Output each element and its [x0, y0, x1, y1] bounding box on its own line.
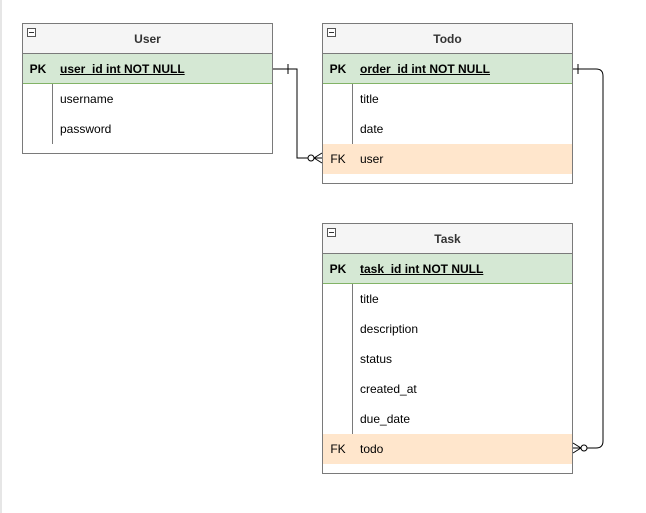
- field-name: order_id int NOT NULL: [360, 61, 490, 76]
- foreign-key-row[interactable]: FK todo: [323, 434, 572, 464]
- key-label: PK: [29, 61, 47, 76]
- field-row[interactable]: due_date: [323, 404, 572, 434]
- entity-task[interactable]: Task PK task_id int NOT NULL title descr…: [322, 223, 573, 474]
- crowfoot-marker: [313, 157, 323, 164]
- field-row[interactable]: status: [323, 344, 572, 374]
- crowfoot-marker: [572, 447, 582, 454]
- field-row[interactable]: created_at: [323, 374, 572, 404]
- field-name: description: [360, 322, 419, 336]
- field-row[interactable]: password: [23, 114, 272, 144]
- key-cell: [23, 114, 53, 144]
- connector-line: [273, 68, 322, 159]
- field-name: date: [360, 122, 384, 136]
- field-name: status: [360, 352, 393, 366]
- field-row[interactable]: title: [323, 284, 572, 314]
- key-cell: [323, 404, 353, 434]
- connector-line: [573, 68, 604, 449]
- zero-marker: [580, 444, 588, 452]
- field-name: todo: [360, 442, 384, 456]
- entity-user[interactable]: User PK user_id int NOT NULL username pa…: [22, 23, 273, 154]
- primary-key-row[interactable]: PK task_id int NOT NULL: [323, 254, 572, 284]
- key-cell: [323, 314, 353, 344]
- crowfoot-marker: [313, 152, 323, 159]
- field-name: task_id int NOT NULL: [360, 261, 484, 276]
- field-name: created_at: [360, 382, 417, 396]
- field-name: title: [360, 292, 379, 306]
- crowfoot-marker: [572, 442, 582, 449]
- field-row[interactable]: username: [23, 84, 272, 114]
- foreign-key-row[interactable]: FK user: [323, 144, 572, 174]
- field-name: due_date: [360, 412, 411, 426]
- field-name: user_id int NOT NULL: [60, 61, 185, 76]
- collapse-icon[interactable]: [327, 28, 336, 37]
- zero-marker: [307, 154, 315, 162]
- entity-title: Task: [434, 231, 461, 246]
- entity-header[interactable]: User: [23, 24, 272, 54]
- key-cell: [323, 344, 353, 374]
- collapse-icon[interactable]: [327, 228, 336, 237]
- entity-title: Todo: [433, 31, 462, 46]
- key-label: PK: [329, 261, 347, 276]
- key-cell: [323, 374, 353, 404]
- canvas-left-edge: [0, 0, 2, 513]
- entity-header[interactable]: Task: [323, 224, 572, 254]
- field-name: user: [360, 152, 384, 166]
- key-cell: [323, 84, 353, 114]
- collapse-icon[interactable]: [27, 28, 36, 37]
- key-label: FK: [330, 442, 346, 456]
- field-name: username: [60, 92, 114, 106]
- field-row[interactable]: title: [323, 84, 572, 114]
- primary-key-row[interactable]: PK order_id int NOT NULL: [323, 54, 572, 84]
- field-row[interactable]: date: [323, 114, 572, 144]
- relationship-todo-task[interactable]: [572, 64, 604, 454]
- entity-todo[interactable]: Todo PK order_id int NOT NULL title date…: [322, 23, 573, 184]
- entity-title: User: [134, 31, 161, 46]
- key-label: PK: [329, 61, 347, 76]
- field-name: password: [60, 122, 112, 136]
- key-cell: [323, 114, 353, 144]
- entity-header[interactable]: Todo: [323, 24, 572, 54]
- key-label: FK: [330, 152, 346, 166]
- key-cell: [323, 284, 353, 314]
- key-cell: [23, 84, 53, 114]
- relationship-user-todo[interactable]: [273, 64, 323, 164]
- field-row[interactable]: description: [323, 314, 572, 344]
- primary-key-row[interactable]: PK user_id int NOT NULL: [23, 54, 272, 84]
- field-name: title: [360, 92, 379, 106]
